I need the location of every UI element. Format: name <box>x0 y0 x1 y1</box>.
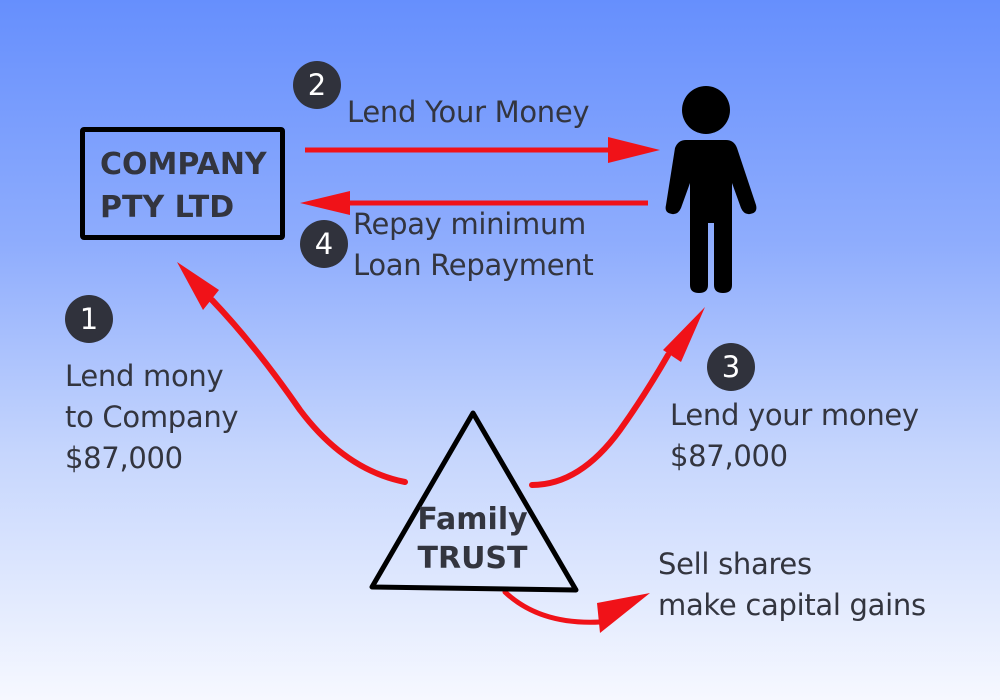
step-1-line-3: $87,000 <box>65 441 183 475</box>
step-3-badge: 3 <box>707 343 755 391</box>
step-1-label: Lend mony to Company $87,000 <box>65 356 239 479</box>
step-3-line-1: Lend your money <box>670 398 919 432</box>
company-name-line1: COMPANY <box>100 147 267 182</box>
arrow-trust-to-person <box>529 307 705 488</box>
step-4-label: Repay minimum Loan Repayment <box>353 204 594 286</box>
step-2-line: Lend Your Money <box>347 95 590 129</box>
step-3-line-2: $87,000 <box>670 439 788 473</box>
trust-label: Family TRUST <box>410 500 535 578</box>
step-1-line-1: Lend mony <box>65 359 224 393</box>
step-2-label: Lend Your Money <box>347 92 590 133</box>
person-icon <box>665 86 757 293</box>
arrow-lend-to-person <box>305 137 660 163</box>
step-3-label: Lend your money $87,000 <box>670 395 919 477</box>
arrow-repay-to-company <box>300 191 648 215</box>
company-label: COMPANY PTY LTD <box>100 143 267 229</box>
outcome-label: Sell shares make capital gains <box>658 544 926 626</box>
trust-triangle <box>369 410 579 593</box>
step-4-badge: 4 <box>300 220 348 268</box>
step-4-line-2: Loan Repayment <box>353 248 594 282</box>
step-1-badge: 1 <box>65 295 113 343</box>
step-1-line-2: to Company <box>65 400 239 434</box>
outcome-line-2: make capital gains <box>658 588 926 622</box>
step-4-line-1: Repay minimum <box>353 207 586 241</box>
arrow-trust-to-company <box>177 262 408 485</box>
company-box <box>80 127 285 240</box>
trust-name-line2: TRUST <box>417 541 528 576</box>
arrow-trust-to-shares <box>502 589 650 633</box>
step-2-badge: 2 <box>293 61 341 109</box>
trust-name-line1: Family <box>417 502 528 537</box>
outcome-line-1: Sell shares <box>658 547 812 581</box>
company-name-line2: PTY LTD <box>100 190 235 225</box>
